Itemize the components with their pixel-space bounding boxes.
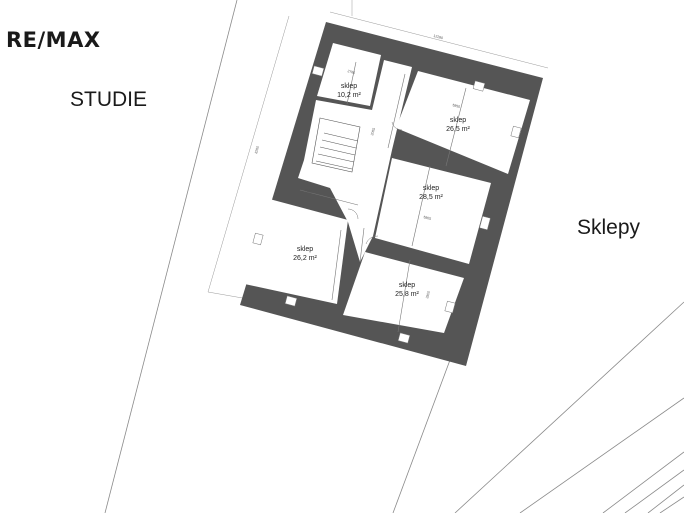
dim-text-3: 2760 <box>347 69 356 75</box>
dim-text-4: 5850 <box>452 103 461 109</box>
site-boundary-lines <box>104 0 684 513</box>
room-3-area: 28,5 m² <box>419 194 443 201</box>
room-2-name: sklep <box>450 117 466 124</box>
room-4-name: sklep <box>297 246 313 253</box>
room-3-name: sklep <box>423 185 439 192</box>
room-1-area: 10,2 m² <box>337 92 361 99</box>
interior-lines <box>299 61 467 333</box>
room-5-name: sklep <box>399 282 415 289</box>
staircase <box>311 117 361 173</box>
dim-text-5: 5805 <box>423 215 432 221</box>
dimension-texts: 12280 8260 2760 5850 5805 4580 2065 2800 <box>254 34 460 299</box>
room-void-3 <box>375 158 491 264</box>
room-void-1 <box>317 43 381 106</box>
room-void-2 <box>396 71 530 174</box>
dimension-lines <box>207 0 549 301</box>
room-5-area: 25,8 m² <box>395 291 419 298</box>
room-void-5 <box>343 252 464 333</box>
studie-title: STUDIE <box>70 88 148 111</box>
dim-text-6: 4580 <box>304 188 313 194</box>
corridor-void <box>298 60 412 262</box>
dim-text-8: 2800 <box>425 290 431 299</box>
sklepy-title: Sklepy <box>577 216 641 239</box>
building <box>240 22 543 366</box>
windows <box>252 65 522 344</box>
room-2-area: 26,5 m² <box>446 126 470 133</box>
room-void-4 <box>240 197 348 304</box>
room-1-name: sklep <box>341 83 357 90</box>
room-4-area: 26,2 m² <box>293 255 317 262</box>
dim-text-2: 8260 <box>254 145 260 154</box>
room-labels: sklep 10,2 m² sklep 26,5 m² sklep 28,5 m… <box>293 83 470 298</box>
remax-logo: RE/MAX <box>6 28 101 52</box>
doors <box>347 121 403 245</box>
dim-text-7: 2065 <box>370 127 376 136</box>
dim-text-1: 12280 <box>433 34 443 40</box>
